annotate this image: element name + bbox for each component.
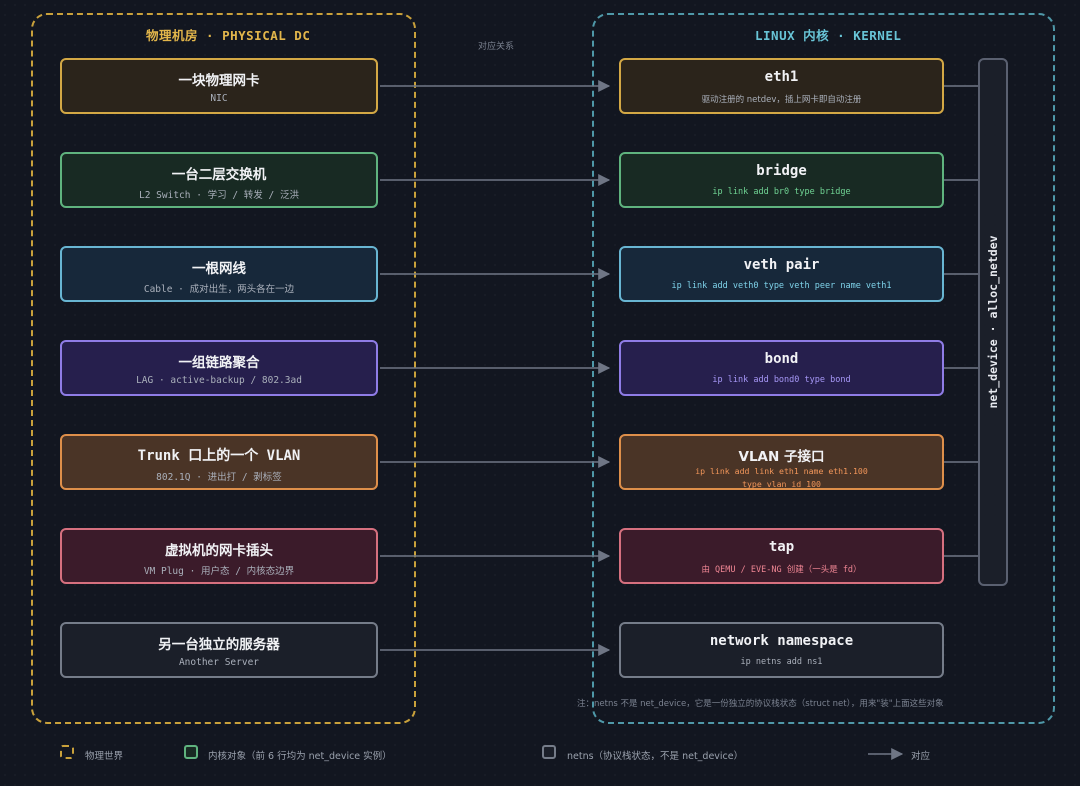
physical-trunk-vlan-sub: 802.1Q · 进出打 / 剥标签 bbox=[156, 472, 282, 483]
kernel-bond-box: bond ip link add bond0 type bond bbox=[619, 340, 944, 396]
kernel-eth1-box: eth1 驱动注册的 netdev，插上网卡即自动注册 bbox=[619, 58, 944, 114]
legend-kernel-label: 内核对象（前 6 行均为 net_device 实例） bbox=[208, 751, 392, 762]
physical-vm-plug-title: 虚拟机的网卡插头 bbox=[165, 543, 273, 559]
physical-switch-sub: L2 Switch · 学习 / 转发 / 泛洪 bbox=[139, 190, 299, 201]
alloc-stubs bbox=[944, 85, 978, 557]
physical-cable-title: 一根网线 bbox=[192, 261, 246, 277]
alloc-netdev-label: net_device · alloc_netdev bbox=[986, 235, 1000, 409]
kernel-vlan-command-line2: type vlan id 100 bbox=[742, 479, 821, 489]
kernel-eth1-sub: 驱动注册的 netdev，插上网卡即自动注册 bbox=[701, 95, 862, 105]
physical-cable-box: 一根网线 Cable · 成对出生，两头各在一边 bbox=[60, 246, 378, 302]
kernel-tap-box: tap 由 QEMU / EVE-NG 创建（一头是 fd） bbox=[619, 528, 944, 584]
kernel-vlan-title: VLAN 子接口 bbox=[738, 449, 825, 465]
legend-netns-label: netns（协议栈状态，不是 net_device） bbox=[567, 751, 744, 762]
kernel-tap-sub: 由 QEMU / EVE-NG 创建（一头是 fd） bbox=[701, 565, 862, 575]
physical-lag-box: 一组链路聚合 LAG · active-backup / 802.3ad bbox=[60, 340, 378, 396]
legend-mapping-label: 对应 bbox=[911, 751, 931, 762]
kernel-bridge-title: bridge bbox=[756, 163, 807, 179]
physical-switch-title: 一台二层交换机 bbox=[171, 167, 267, 183]
legend-netns-swatch bbox=[542, 745, 556, 759]
linux-kernel-title: LINUX 内核 · KERNEL bbox=[755, 28, 902, 43]
kernel-vlan-command-line1: ip link add link eth1 name eth1.100 bbox=[695, 466, 868, 476]
kernel-netns-command: ip netns add ns1 bbox=[740, 657, 823, 667]
physical-server-sub: Another Server bbox=[178, 657, 260, 668]
kernel-vlan-box: VLAN 子接口 ip link add link eth1 name eth1… bbox=[619, 434, 944, 490]
kernel-veth-box: veth pair ip link add veth0 type veth pe… bbox=[619, 246, 944, 302]
kernel-vlan-command: ip link add link eth1 name eth1.100 type… bbox=[621, 465, 942, 491]
physical-server-title: 另一台独立的服务器 bbox=[158, 637, 280, 653]
mapping-arrows bbox=[380, 80, 611, 656]
mapping-label: 对应关系 bbox=[478, 42, 515, 52]
physical-cable-sub: Cable · 成对出生，两头各在一边 bbox=[143, 284, 295, 295]
netns-note: 注：netns 不是 net_device，它是一份独立的协议栈状态（struc… bbox=[577, 699, 944, 709]
alloc-netdev-bar: net_device · alloc_netdev bbox=[978, 58, 1008, 586]
kernel-bond-command: ip link add bond0 type bond bbox=[712, 375, 851, 385]
physical-vm-plug-sub: VM Plug · 用户态 / 内核态边界 bbox=[143, 566, 295, 577]
physical-nic-box: 一块物理网卡 NIC bbox=[60, 58, 378, 114]
physical-server-box: 另一台独立的服务器 Another Server bbox=[60, 622, 378, 678]
physical-nic-title: 一块物理网卡 bbox=[178, 73, 260, 89]
physical-switch-box: 一台二层交换机 L2 Switch · 学习 / 转发 / 泛洪 bbox=[60, 152, 378, 208]
kernel-veth-title: veth pair bbox=[743, 257, 820, 273]
kernel-bond-title: bond bbox=[764, 351, 799, 367]
kernel-bridge-box: bridge ip link add br0 type bridge bbox=[619, 152, 944, 208]
physical-dc-title: 物理机房 · PHYSICAL DC bbox=[146, 28, 311, 43]
legend-physical-swatch bbox=[60, 745, 74, 759]
kernel-bridge-command: ip link add br0 type bridge bbox=[712, 187, 851, 197]
physical-lag-sub: LAG · active-backup / 802.3ad bbox=[136, 375, 302, 386]
kernel-tap-title: tap bbox=[768, 539, 795, 555]
physical-trunk-vlan-title: Trunk 口上的一个 VLAN bbox=[137, 448, 301, 464]
kernel-netns-title: network namespace bbox=[709, 633, 854, 649]
kernel-eth1-title: eth1 bbox=[764, 69, 799, 85]
kernel-veth-command: ip link add veth0 type veth peer name ve… bbox=[671, 281, 892, 291]
kernel-netns-box: network namespace ip netns add ns1 bbox=[619, 622, 944, 678]
physical-vm-plug-box: 虚拟机的网卡插头 VM Plug · 用户态 / 内核态边界 bbox=[60, 528, 378, 584]
legend-kernel-swatch bbox=[184, 745, 198, 759]
legend-physical-label: 物理世界 bbox=[85, 751, 124, 762]
physical-trunk-vlan-box: Trunk 口上的一个 VLAN 802.1Q · 进出打 / 剥标签 bbox=[60, 434, 378, 490]
physical-lag-title: 一组链路聚合 bbox=[178, 355, 260, 371]
physical-nic-sub: NIC bbox=[210, 93, 228, 104]
